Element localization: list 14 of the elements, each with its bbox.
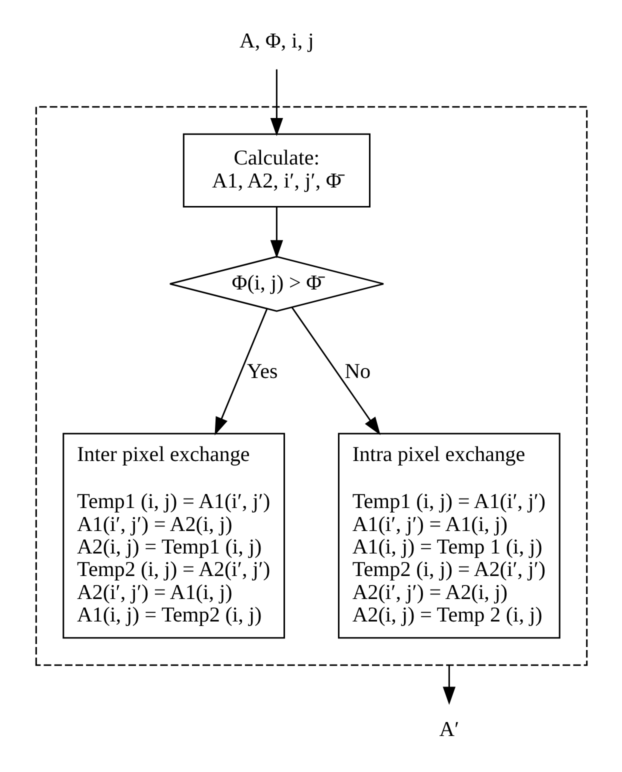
node-text: A, Φ, i, j (239, 28, 314, 52)
arrow (214, 308, 268, 436)
node-text: A′ (438, 716, 459, 741)
node-box: Inter pixel exchange Temp1 (i, j) = A1(i′, j′) A1(i′, j′) = A2(i, j) A2(i, j) = Temp1 (i, j) Temp2 (i, j) = A2(i′, j′) A2(i′, j′) = A1(i, j) A1(i, j) = Temp2 (i, j) (62, 432, 285, 639)
arrow (270, 69, 283, 136)
edge-label: No (344, 358, 370, 383)
node-diamond: Φ(i, j) > Φ̄ (168, 256, 384, 312)
node-box: Calculate: A1, A2, i′, j′, Φ̄ (182, 133, 370, 208)
node-box: Intra pixel exchange Temp1 (i, j) = A1(i′, j′) A1(i′, j′) = A1(i, j) A1(i, j) = Temp 1 (i, j) Temp2 (i, j) = A2(i′, j′) A2(i′, j′) = A2(i, j) A2(i, j) = Temp 2 (i, j) (337, 432, 560, 639)
cluster (34, 106, 588, 666)
arrow (290, 307, 380, 436)
edge-label: Yes (246, 358, 278, 383)
arrow (270, 206, 283, 258)
arrow (442, 665, 456, 705)
